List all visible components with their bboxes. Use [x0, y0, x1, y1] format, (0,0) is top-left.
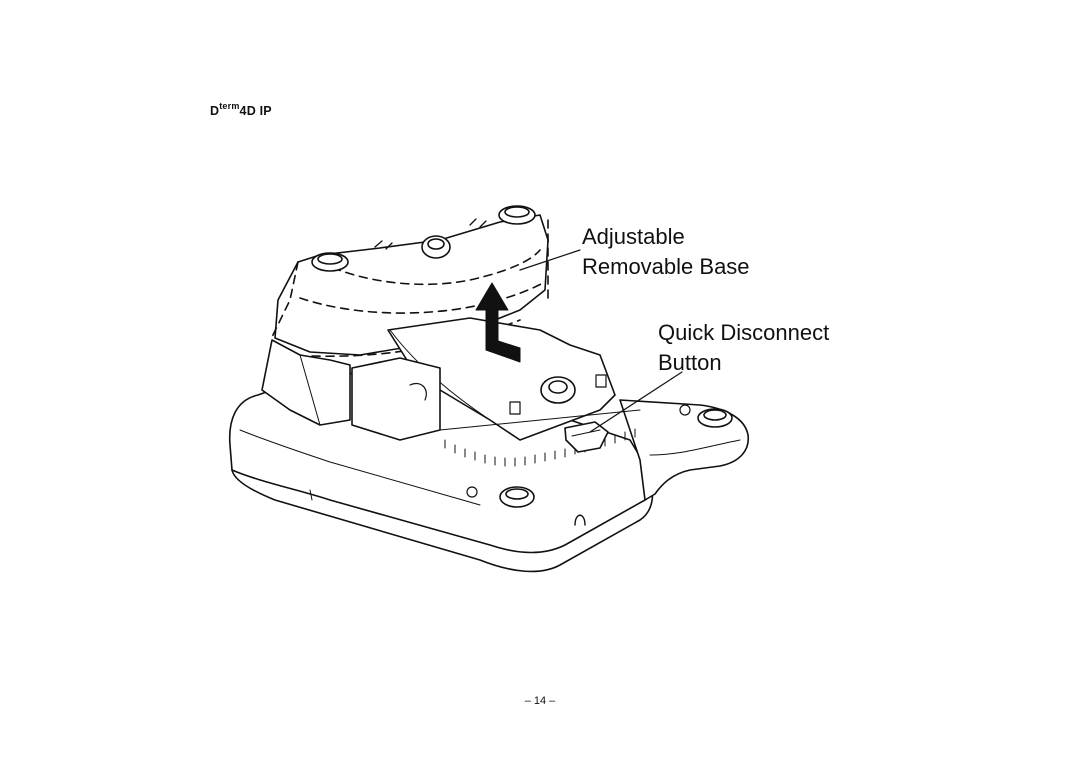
brand-superscript: term	[219, 100, 240, 111]
callout-line-1: Adjustable	[582, 224, 685, 249]
callout-adjustable-base: Adjustable Removable Base	[582, 222, 750, 282]
callout-line-2: Button	[658, 350, 722, 375]
callout-line-2: Removable Base	[582, 254, 750, 279]
page-number: – 14 –	[524, 695, 556, 707]
document-header: Dterm4D IP	[210, 100, 272, 118]
up-arrow-icon	[475, 282, 521, 363]
leader-line-base	[519, 249, 581, 271]
callout-line-1: Quick Disconnect	[658, 320, 830, 345]
leader-line-button	[589, 371, 683, 433]
brand-main: D	[210, 104, 220, 118]
brand-model: 4D IP	[239, 104, 272, 118]
quick-disconnect-button	[564, 421, 609, 453]
rear-pedestal	[261, 339, 351, 426]
callout-quick-disconnect: Quick Disconnect Button	[658, 318, 829, 378]
